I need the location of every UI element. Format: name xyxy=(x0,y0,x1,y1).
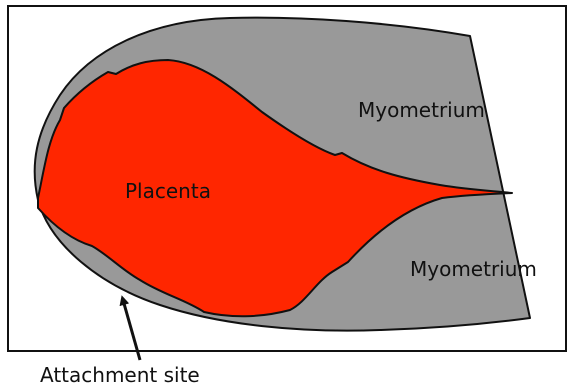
placenta-label: Placenta xyxy=(125,179,211,203)
myometrium-label-top: Myometrium xyxy=(358,98,485,122)
myometrium-label-bottom: Myometrium xyxy=(410,257,537,281)
attachment-site-label: Attachment site xyxy=(40,363,200,387)
